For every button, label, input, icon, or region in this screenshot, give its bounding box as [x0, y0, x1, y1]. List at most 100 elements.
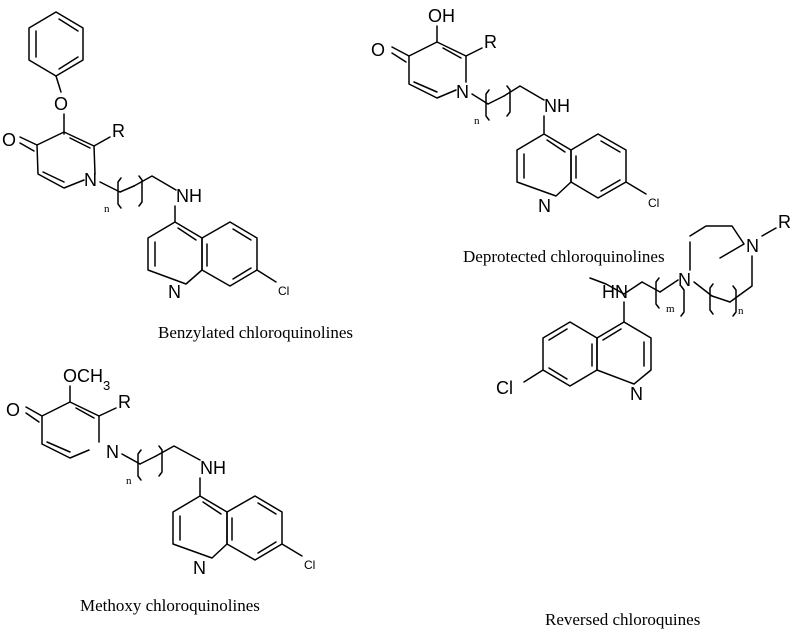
structure-benzylated: O O R N n NH N Cl Benzylated chloroqui [2, 11, 353, 342]
keto-bond [19, 136, 38, 146]
linker-chain [121, 453, 141, 465]
linker-chain [659, 279, 679, 293]
bracket-right [732, 285, 737, 317]
quinoline-double-bond [202, 501, 222, 515]
atom-n-quinoline: N [168, 282, 181, 302]
atom-r: R [118, 392, 131, 412]
keto-bond [391, 52, 407, 63]
piperazine-ring [729, 255, 753, 303]
keto-bond [19, 142, 35, 152]
bracket-left [709, 283, 714, 315]
structure-methoxy: OCH3 O R N n NH N Cl Methoxy chloroquino… [6, 366, 315, 615]
bracket-right [138, 175, 143, 207]
pyridinone-double-bond [442, 47, 462, 59]
pyridinone-double-bond [42, 171, 65, 183]
atom-n-ring: N [106, 442, 119, 462]
linker-chain [139, 455, 157, 465]
quinoline-pyridine-ring [172, 495, 228, 559]
linker-chain [119, 185, 135, 193]
index-n: n [474, 115, 480, 127]
quinoline-double-bond [257, 502, 277, 515]
linker-chain [487, 95, 505, 105]
caption-deprotected: Deprotected chloroquinolines [463, 247, 665, 266]
bracket-left [137, 449, 142, 481]
bracket-left [485, 89, 490, 121]
linker-chain [589, 277, 643, 295]
index-n: n [104, 203, 110, 215]
caption-reversed: Reversed chloroquines [545, 610, 700, 629]
atom-cl: Cl [278, 284, 289, 298]
piperazine-ring [689, 225, 745, 259]
r-bond [93, 136, 111, 147]
atom-hn: HN [602, 282, 628, 302]
atom-o-ether: O [54, 94, 68, 114]
atom-nh: NH [544, 96, 570, 116]
quinoline-benzene-ring [542, 321, 598, 387]
atom-cl: Cl [496, 378, 513, 398]
quinoline-double-bond [548, 328, 568, 341]
structure-reversed: N R N n m HN N Cl Reversed chloroquines [496, 212, 791, 629]
atom-cl: Cl [648, 196, 659, 210]
linker-chain [133, 175, 177, 191]
pyridinone-double-bond [46, 441, 71, 453]
index-n: n [738, 305, 744, 317]
atom-o-keto: O [2, 130, 16, 150]
atom-cl: Cl [304, 558, 315, 572]
quinoline-double-bond [600, 140, 621, 153]
phenyl-ring [28, 11, 84, 77]
quinoline-double-bond [232, 228, 252, 241]
bracket-right [158, 445, 163, 477]
phenyl-double-bond [58, 18, 79, 32]
keto-bond [391, 46, 410, 57]
cl-bond [281, 543, 303, 557]
linker-chain [503, 85, 545, 101]
quinoline-double-bond [257, 541, 277, 554]
quinoline-pyridine-ring [147, 221, 203, 285]
atom-n-quinoline: N [538, 196, 551, 216]
quinoline-pyridine-ring [596, 321, 652, 385]
bracket-left [655, 277, 660, 309]
atom-nh: NH [176, 186, 202, 206]
pyridinone-double-bond [69, 137, 91, 149]
r-bond [761, 227, 777, 237]
linker-chain [155, 445, 201, 461]
atom-nh: NH [200, 458, 226, 478]
quinoline-double-bond [602, 328, 622, 341]
atom-n-ring: N [84, 170, 97, 190]
atom-n-quinoline: N [630, 384, 643, 404]
linker-chain [99, 181, 121, 193]
linker-chain [711, 295, 731, 303]
atom-o-keto: O [6, 400, 20, 420]
quinoline-double-bond [548, 367, 568, 380]
bracket-right [506, 85, 511, 117]
keto-bond [25, 406, 43, 417]
caption-benzylated: Benzylated chloroquinolines [158, 323, 353, 342]
cl-bond [256, 269, 277, 283]
phenyl-double-bond [58, 56, 79, 70]
linker-chain [693, 281, 713, 297]
atom-r: R [778, 212, 791, 232]
r-bond [465, 47, 483, 57]
atom-och3: OCH3 [63, 366, 110, 393]
atom-n-top: N [746, 236, 759, 256]
atom-r: R [112, 121, 125, 141]
cl-bond [523, 369, 544, 383]
phenyl-o-bond [55, 75, 62, 93]
bracket-right [680, 285, 685, 317]
quinoline-double-bond [177, 227, 197, 241]
pyridinone-ring [41, 401, 100, 459]
linker-chain [641, 281, 661, 293]
atom-n-quinoline: N [193, 558, 206, 578]
pyridinone-double-bond [75, 407, 95, 419]
atom-n-pip: N [678, 270, 691, 290]
atom-oh: OH [428, 6, 455, 26]
atom-o-keto: O [371, 40, 385, 60]
quinoline-benzene-ring [201, 221, 258, 287]
bracket-left [117, 177, 122, 209]
quinoline-benzene-ring [226, 495, 283, 561]
quinoline-double-bond [600, 179, 621, 192]
r-bond [98, 407, 117, 417]
quinoline-pyridine-ring [516, 133, 572, 197]
